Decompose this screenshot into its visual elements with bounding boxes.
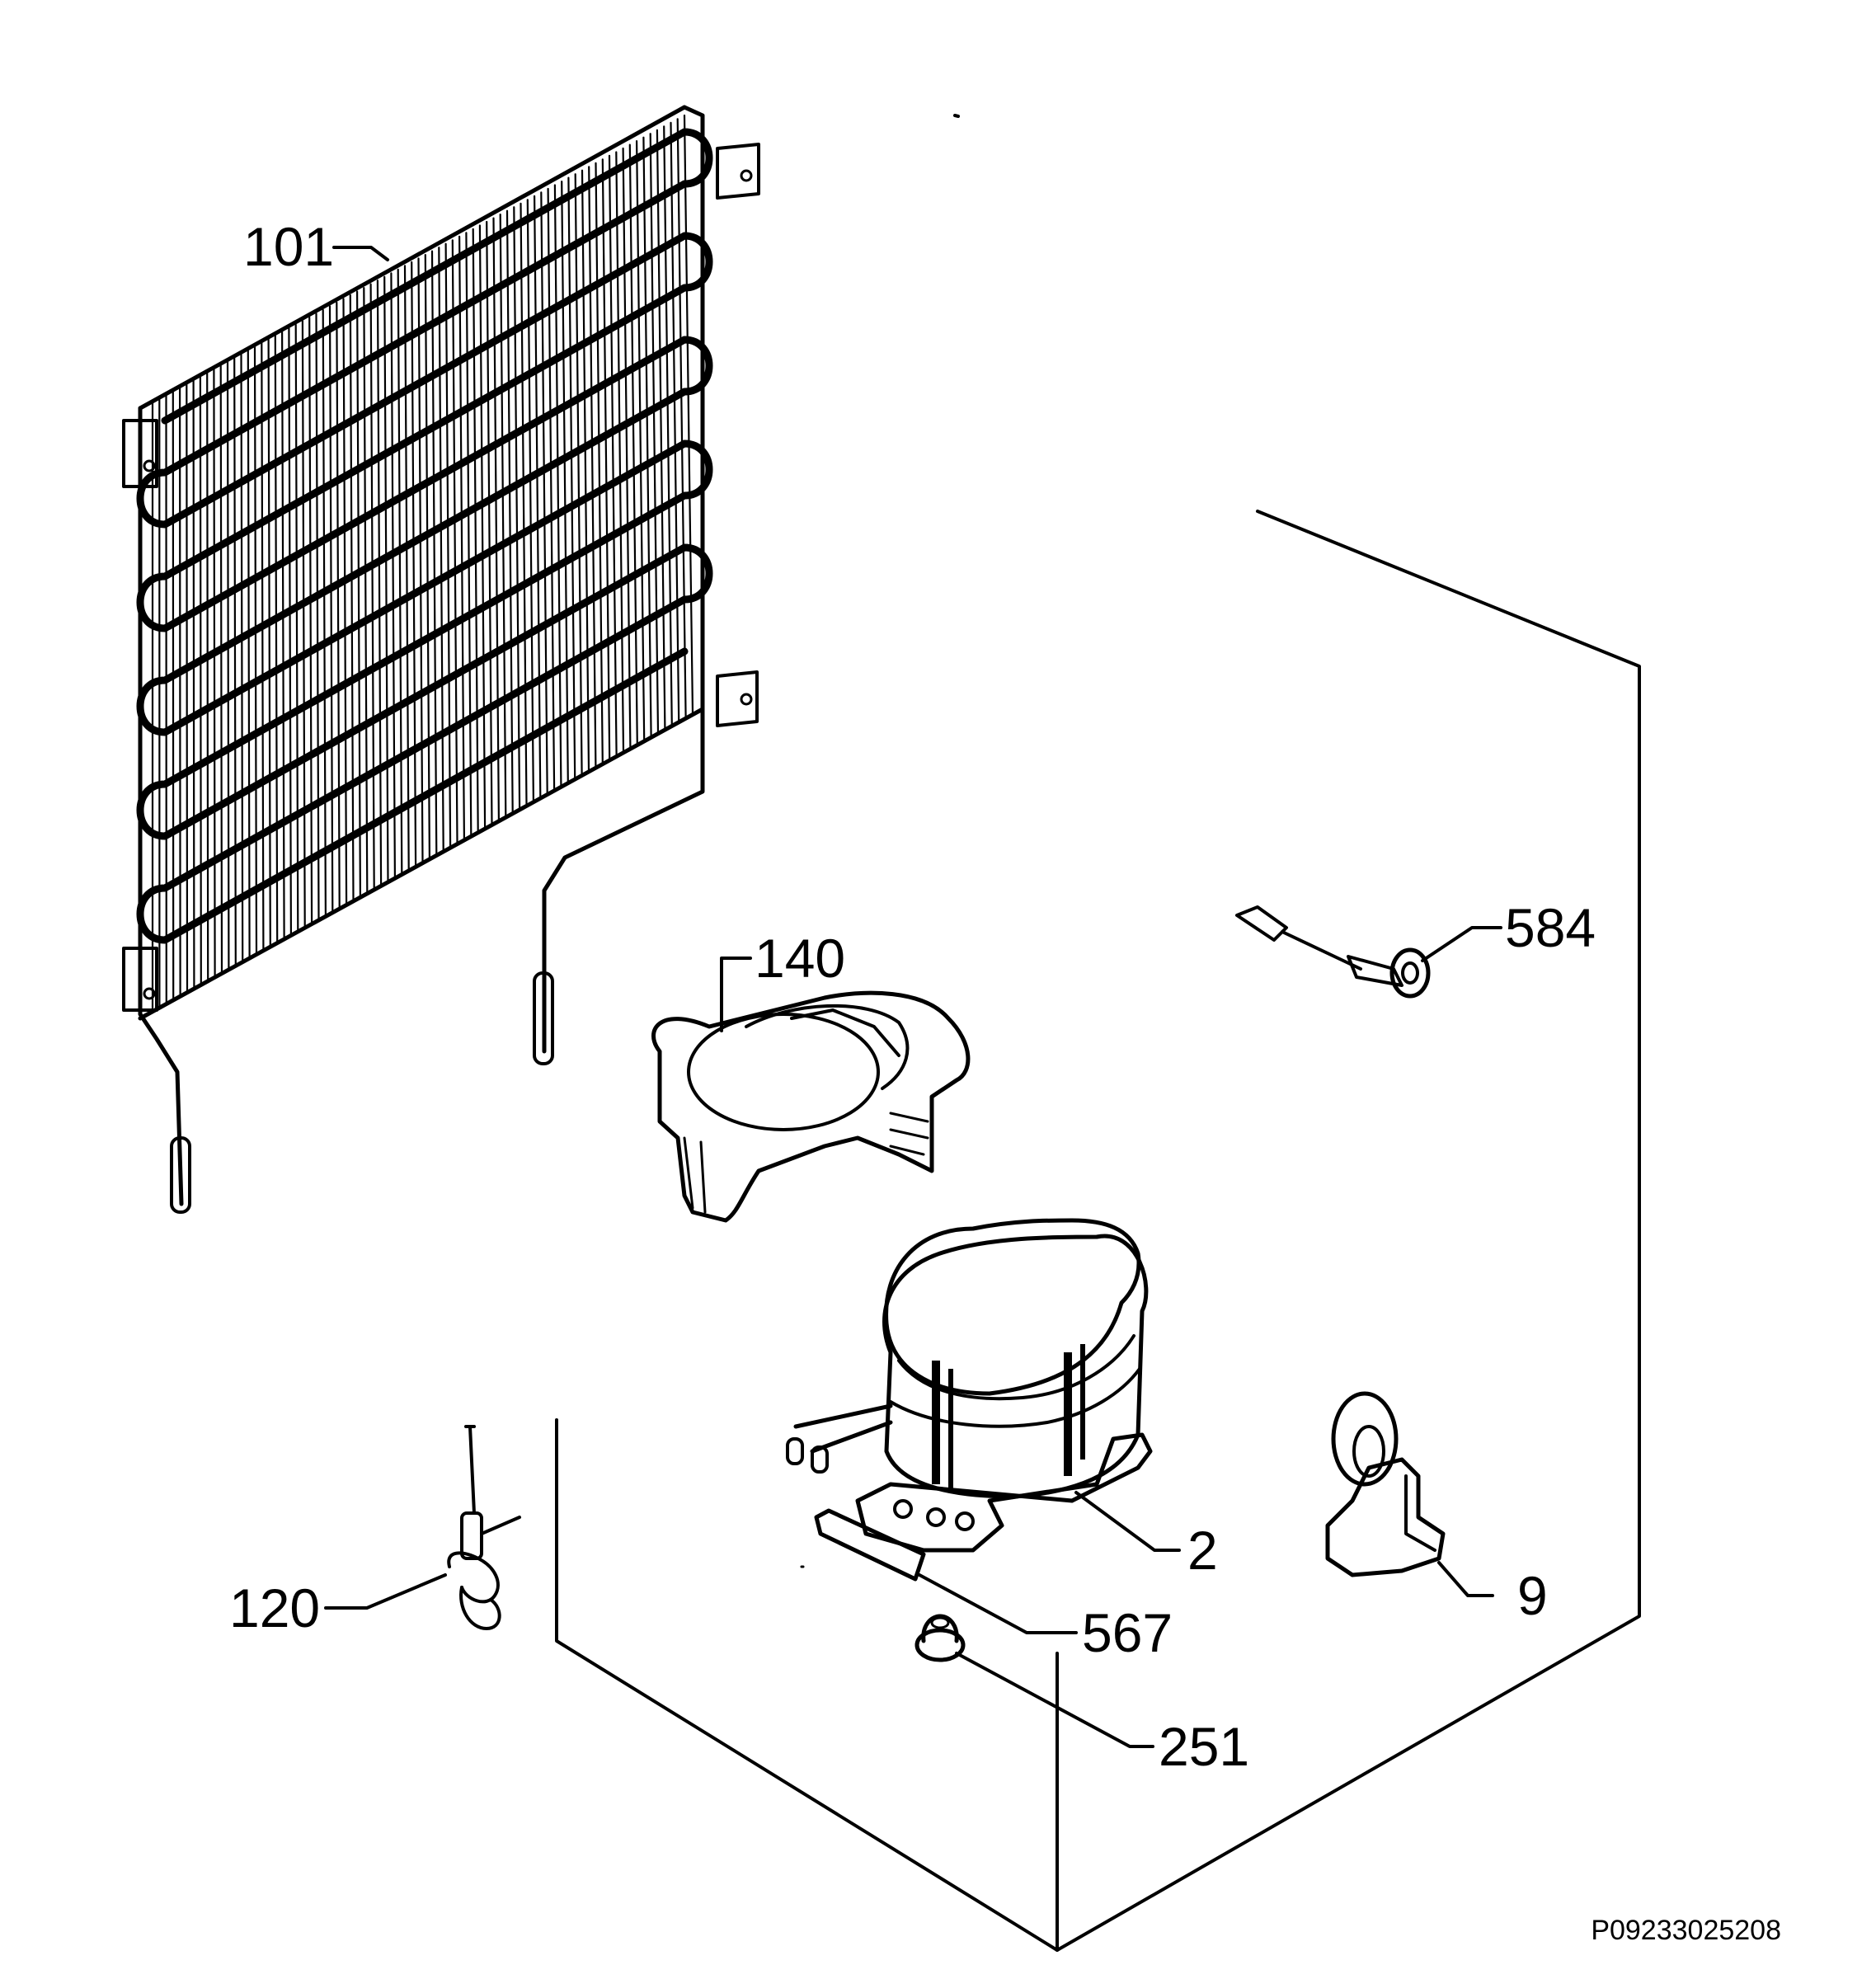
callout-2: 2 xyxy=(1187,1520,1218,1581)
capillary-filter xyxy=(447,1425,521,1630)
mounting-bracket xyxy=(122,947,158,1012)
mounting-bracket xyxy=(716,143,760,200)
mounting-plate xyxy=(800,1508,926,1582)
leader-lines xyxy=(324,246,1502,1748)
relay-clamp xyxy=(1325,1391,1446,1577)
condenser-fins xyxy=(151,114,694,1012)
callout-567: 567 xyxy=(1082,1602,1173,1663)
mounting-bracket xyxy=(122,419,158,488)
condenser-coil xyxy=(136,128,713,944)
condenser xyxy=(122,105,760,1214)
callout-140: 140 xyxy=(755,928,845,989)
rubber-grommet xyxy=(914,1614,966,1662)
callout-101: 101 xyxy=(243,216,334,277)
callout-584: 584 xyxy=(1505,897,1596,958)
compressor xyxy=(786,1218,1153,1553)
callout-9: 9 xyxy=(1517,1565,1548,1626)
drip-tray xyxy=(651,990,971,1223)
callout-120: 120 xyxy=(229,1577,320,1638)
drawing-code: P09233025208 xyxy=(1591,1915,1781,1946)
mounting-bracket xyxy=(716,670,759,727)
callout-251: 251 xyxy=(1159,1716,1249,1777)
sensor-clip xyxy=(1235,905,1431,999)
cabinet-outline xyxy=(555,114,1641,1952)
